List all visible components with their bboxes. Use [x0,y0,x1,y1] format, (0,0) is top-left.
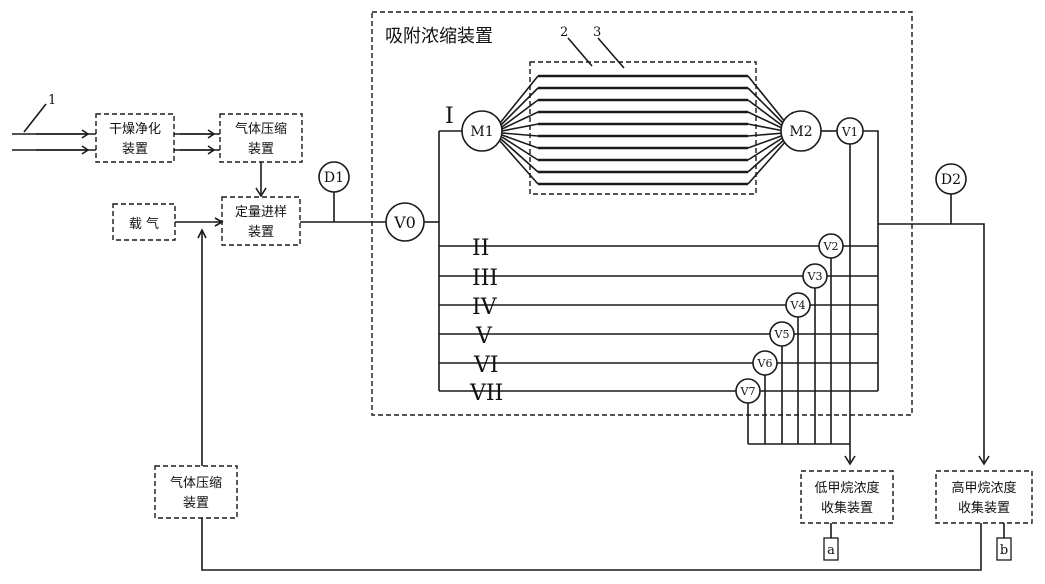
high-collect-label-1: 高甲烷浓度 [951,480,1016,496]
v4-label: V4 [790,299,806,312]
return-line-up [198,230,206,466]
inlet-pipe [12,104,96,154]
low-collect-label-1: 低甲烷浓度 [814,480,879,496]
v3-label: V3 [807,270,823,283]
compress-bottom-label-2: 装置 [183,496,209,511]
branch-iii-label: III [472,266,498,291]
branch-iv-label: IV [472,295,498,320]
branch-vi [439,351,878,444]
adsorption-device-title: 吸附浓缩装置 [385,26,493,47]
branch-v-label: V [475,324,493,349]
pipe-carrier-to-quant [175,218,222,226]
pipe-dry-to-compress [174,130,220,154]
carrier-gas-label: 载 气 [129,216,159,232]
v7-label: V7 [740,385,756,398]
label-2: 2 [560,25,568,40]
quant-injection-label-1: 定量进样 [235,205,287,220]
branch-v [439,322,878,444]
branch-ii-label: II [472,236,489,261]
compress-bottom-label-1: 气体压缩 [170,475,222,491]
label-3: 3 [593,25,601,40]
outlet-b-label: b [1000,543,1008,558]
m1-fan-lines [500,76,538,184]
high-collect-line [878,224,984,462]
branch-vii [439,379,878,444]
dry-purify-label-1: 干燥净化 [109,122,161,137]
label-3-leader [598,38,624,68]
column-bundle-boundary [530,62,756,194]
compress-top-label-1: 气体压缩 [235,121,287,137]
v6-label: V6 [757,357,773,370]
branch-vi-label: VI [473,353,499,378]
low-collect-label-2: 收集装置 [821,500,873,516]
v5-label: V5 [774,328,790,341]
compress-top-label-2: 装置 [248,142,274,157]
v1-high-outlet [863,131,878,391]
adsorption-columns [538,76,748,184]
quant-injection-label-2: 装置 [248,225,274,240]
v1-label: V1 [841,125,858,139]
branch-iii [439,264,878,444]
dry-purify-label-2: 装置 [122,142,148,157]
d1-label: D1 [324,170,344,186]
branch-iv [439,293,878,444]
high-collect-label-2: 收集装置 [958,500,1010,516]
v0-label: V0 [393,213,416,232]
v2-label: V2 [823,240,839,253]
d2-label: D2 [941,172,961,188]
arrow-compress-to-quant [256,162,266,196]
m1-label: M1 [470,124,493,140]
bottom-return-loop [202,518,981,570]
branch-vii-label: VII [469,381,503,406]
branch-i-label: I [445,104,454,129]
label-1: 1 [48,93,56,108]
m2-label: M2 [789,124,812,140]
outlet-a-label: a [827,543,835,558]
